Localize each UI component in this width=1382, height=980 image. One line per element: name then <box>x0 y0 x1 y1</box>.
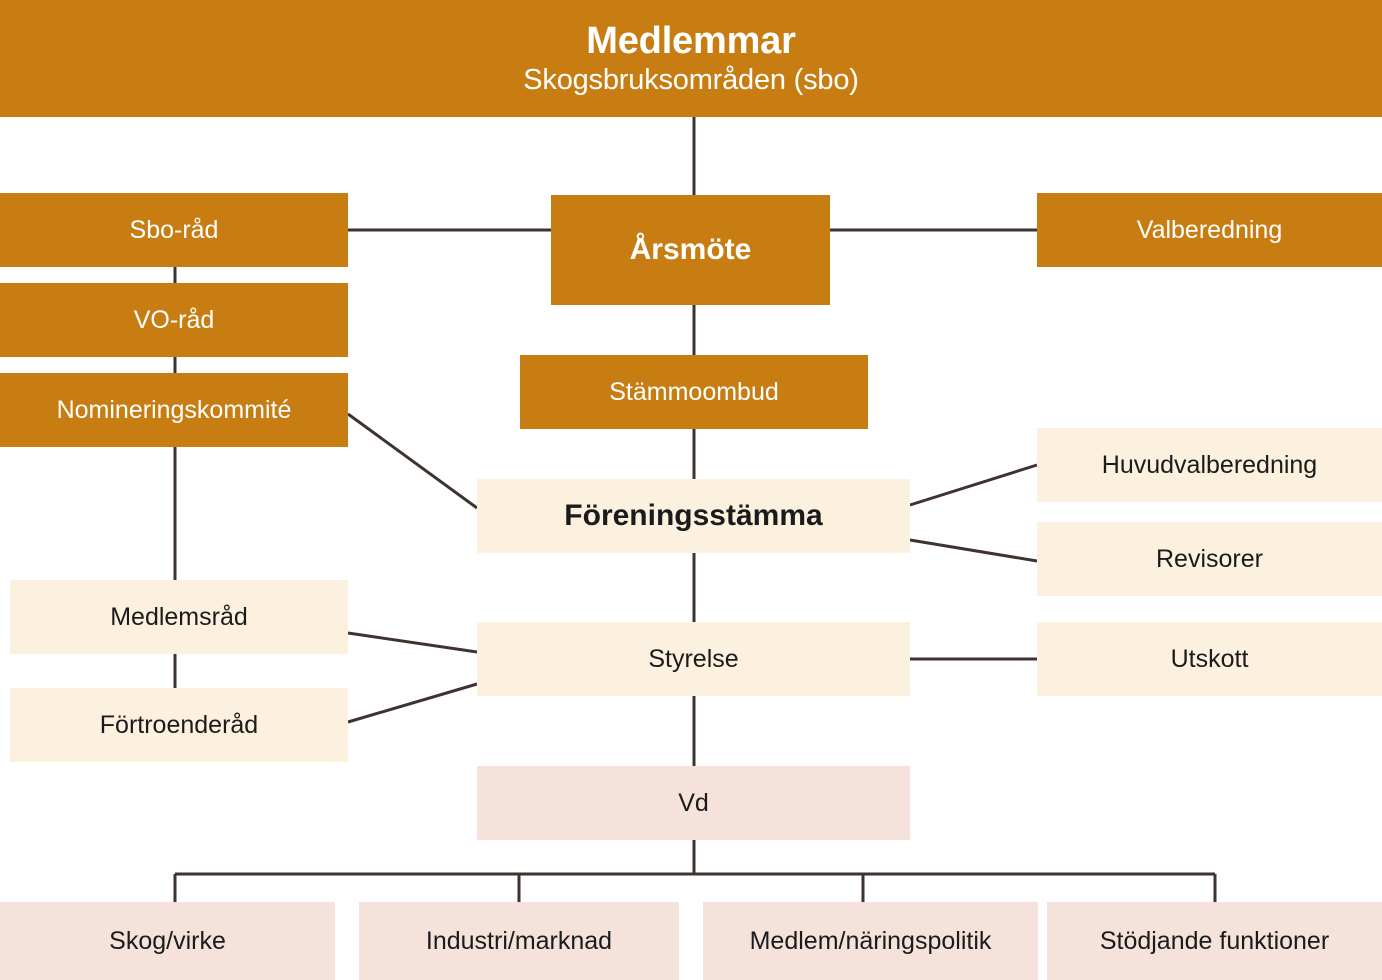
node-medlemsrad[interactable]: Medlemsråd <box>10 580 348 654</box>
node-label-stammoombud: Stämmoombud <box>609 377 779 406</box>
node-label-vo-rad: VO-råd <box>133 305 215 334</box>
node-label-industri-marknad: Industri/marknad <box>425 926 613 955</box>
node-label-utskott: Utskott <box>1170 644 1249 673</box>
node-label-valberedning: Valberedning <box>1136 215 1283 244</box>
banner-subtitle: Skogsbruksområden (sbo) <box>523 63 859 96</box>
node-sbo-rad[interactable]: Sbo-råd <box>0 193 348 267</box>
node-label-sbo-rad: Sbo-råd <box>129 215 219 244</box>
node-nomineringskommite[interactable]: Nomineringskommité <box>0 373 348 447</box>
node-label-nomineringskommite: Nomineringskommité <box>56 395 292 424</box>
node-fortroenderad[interactable]: Förtroenderåd <box>10 688 348 762</box>
banner-medlemmar: Medlemmar Skogsbruksområden (sbo) <box>0 0 1382 117</box>
node-skog-virke[interactable]: Skog/virke <box>0 902 335 980</box>
node-medlem-naringspolitik[interactable]: Medlem/näringspolitik <box>703 902 1038 980</box>
node-vd[interactable]: Vd <box>477 766 910 840</box>
node-revisorer[interactable]: Revisorer <box>1037 522 1382 596</box>
node-label-medlemsrad: Medlemsråd <box>110 602 248 631</box>
node-stammoombud[interactable]: Stämmoombud <box>520 355 868 429</box>
node-label-fortroenderad: Förtroenderåd <box>99 710 259 739</box>
node-label-vd: Vd <box>678 788 709 817</box>
node-label-skog-virke: Skog/virke <box>109 926 226 955</box>
node-label-arsmote: Årsmöte <box>629 232 752 266</box>
node-industri-marknad[interactable]: Industri/marknad <box>359 902 679 980</box>
node-label-stodjande-funktioner: Stödjande funktioner <box>1099 926 1330 955</box>
node-utskott[interactable]: Utskott <box>1037 622 1382 696</box>
connector-fortroenderad-to-styrelse <box>347 682 478 724</box>
node-foreningsstamma[interactable]: Föreningsstämma <box>477 479 910 553</box>
node-stodjande-funktioner[interactable]: Stödjande funktioner <box>1047 902 1382 980</box>
node-valberedning[interactable]: Valberedning <box>1037 193 1382 267</box>
connector-medlemsrad-to-styrelse <box>347 631 478 654</box>
node-label-revisorer: Revisorer <box>1156 544 1263 573</box>
node-huvudvalberedning[interactable]: Huvudvalberedning <box>1037 428 1382 502</box>
node-styrelse[interactable]: Styrelse <box>477 622 910 696</box>
connector-foreningsstamma-to-huvudvalberedning <box>909 463 1038 507</box>
node-vo-rad[interactable]: VO-råd <box>0 283 348 357</box>
banner-title: Medlemmar <box>586 19 796 62</box>
node-label-huvudvalberedning: Huvudvalberedning <box>1101 450 1318 479</box>
node-arsmote[interactable]: Årsmöte <box>551 195 830 305</box>
connector-nomineringskommite-to-foreningsstamma <box>347 412 478 510</box>
connector-foreningsstamma-to-revisorer <box>909 538 1038 563</box>
node-label-medlem-naringspolitik: Medlem/näringspolitik <box>749 926 992 955</box>
node-label-styrelse: Styrelse <box>648 644 739 673</box>
node-label-foreningsstamma: Föreningsstämma <box>564 498 823 532</box>
